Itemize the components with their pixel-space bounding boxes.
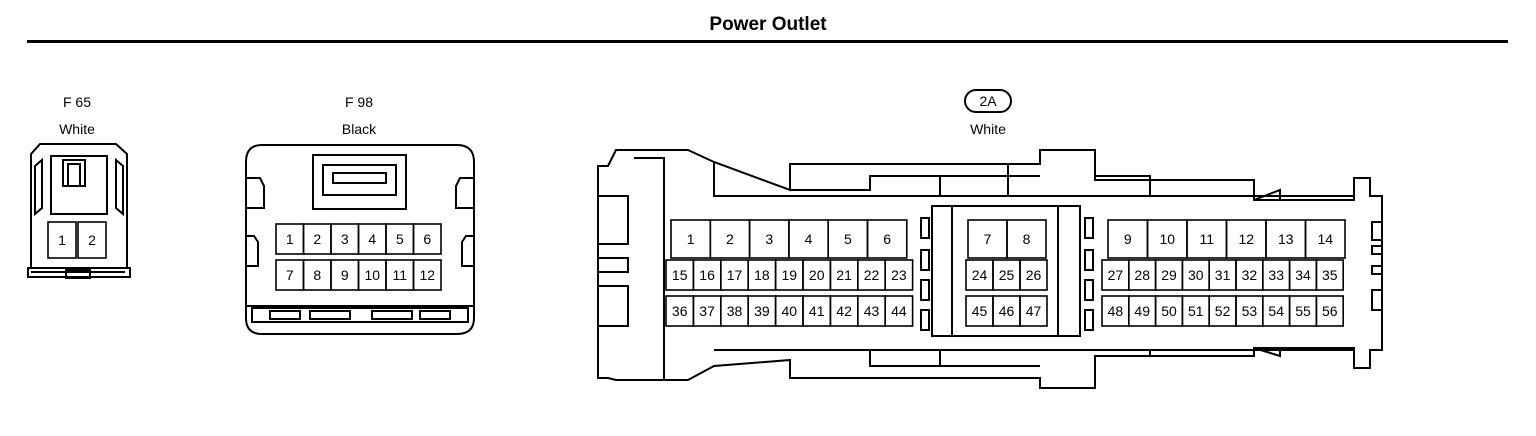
f65-color-label: White bbox=[59, 121, 95, 137]
c2a-pin-label-2: 2 bbox=[726, 231, 734, 247]
c2a-pin-label-27: 27 bbox=[1108, 267, 1124, 283]
f98-color-label: Black bbox=[341, 121, 377, 137]
c2a-pin-label-26: 26 bbox=[1026, 267, 1042, 283]
c2a-pin-label-35: 35 bbox=[1322, 267, 1338, 283]
c2a-id-label: 2A bbox=[979, 93, 997, 109]
c2a-pin-label-16: 16 bbox=[699, 267, 715, 283]
f65-pin-label-1: 1 bbox=[58, 232, 66, 248]
f98-pin-label-4: 4 bbox=[368, 231, 376, 247]
c2a-pin-label-15: 15 bbox=[672, 267, 688, 283]
c2a-pin-cell-47 bbox=[1019, 295, 1048, 327]
f98-pin-label-6: 6 bbox=[423, 231, 431, 247]
c2a-pin-label-6: 6 bbox=[883, 231, 891, 247]
c2a-pin-label-5: 5 bbox=[844, 231, 852, 247]
c2a-pin-cell-8 bbox=[1006, 219, 1047, 259]
c2a-pin-cell-56 bbox=[1315, 295, 1345, 327]
f98-pin-label-5: 5 bbox=[396, 231, 404, 247]
f98-pin-cell-12 bbox=[412, 259, 442, 291]
f65-pin-label-2: 2 bbox=[88, 232, 96, 248]
f98-pin-cell-6 bbox=[412, 223, 442, 255]
c2a-pin-label-7: 7 bbox=[984, 231, 992, 247]
c2a-pin-label-37: 37 bbox=[699, 303, 715, 319]
c2a-pin-cell-44 bbox=[884, 295, 914, 327]
f98-id-label: F 98 bbox=[344, 94, 373, 110]
f65-id-label: F 65 bbox=[62, 94, 91, 110]
f65-pin-cell-2 bbox=[77, 221, 107, 259]
c2a-pin-label-14: 14 bbox=[1317, 231, 1333, 247]
c2a-pin-label-51: 51 bbox=[1188, 303, 1204, 319]
c2a-connector-body bbox=[597, 149, 1383, 389]
f65-connector-body bbox=[27, 143, 131, 279]
c2a-pin-cell-6 bbox=[866, 219, 908, 259]
c2a-pin-cell-23 bbox=[884, 259, 914, 291]
c2a-pin-label-10: 10 bbox=[1159, 231, 1175, 247]
f98-connector-body bbox=[245, 144, 475, 335]
c2a-pin-cell-14 bbox=[1304, 219, 1346, 259]
c2a-pin-label-43: 43 bbox=[864, 303, 880, 319]
c2a-pin-label-45: 45 bbox=[972, 303, 988, 319]
c2a-pin-label-23: 23 bbox=[891, 267, 907, 283]
c2a-color-label: White bbox=[970, 121, 1006, 137]
c2a-pin-label-34: 34 bbox=[1295, 267, 1311, 283]
c2a-pin-label-28: 28 bbox=[1134, 267, 1150, 283]
c2a-pin-label-32: 32 bbox=[1242, 267, 1258, 283]
f65-pin-cell-1 bbox=[47, 221, 77, 259]
c2a-pin-label-3: 3 bbox=[765, 231, 773, 247]
c2a-pin-label-20: 20 bbox=[809, 267, 825, 283]
c2a-pin-label-36: 36 bbox=[672, 303, 688, 319]
f98-pin-label-12: 12 bbox=[419, 267, 435, 283]
c2a-pin-label-53: 53 bbox=[1242, 303, 1258, 319]
diagram-title: Power Outlet bbox=[709, 14, 827, 35]
c2a-pin-label-25: 25 bbox=[999, 267, 1015, 283]
c2a-pin-label-22: 22 bbox=[864, 267, 880, 283]
c2a-pin-label-49: 49 bbox=[1134, 303, 1150, 319]
c2a-pin-label-42: 42 bbox=[836, 303, 852, 319]
c2a-pin-label-41: 41 bbox=[809, 303, 825, 319]
c2a-pin-label-9: 9 bbox=[1124, 231, 1132, 247]
c2a-pin-label-39: 39 bbox=[754, 303, 770, 319]
title-rule bbox=[27, 40, 1508, 43]
c2a-pin-label-55: 55 bbox=[1295, 303, 1311, 319]
c2a-pin-label-54: 54 bbox=[1268, 303, 1284, 319]
c2a-pin-label-21: 21 bbox=[836, 267, 852, 283]
c2a-pin-label-47: 47 bbox=[1026, 303, 1042, 319]
c2a-slots bbox=[920, 217, 1094, 331]
c2a-pin-label-29: 29 bbox=[1161, 267, 1177, 283]
c2a-pin-label-19: 19 bbox=[782, 267, 798, 283]
f98-pin-label-3: 3 bbox=[341, 231, 349, 247]
c2a-pin-cell-35 bbox=[1315, 259, 1345, 291]
f98-pin-label-11: 11 bbox=[392, 267, 407, 283]
c2a-pin-label-13: 13 bbox=[1278, 231, 1294, 247]
c2a-pin-cell-26 bbox=[1019, 259, 1048, 291]
c2a-pin-label-56: 56 bbox=[1322, 303, 1338, 319]
c2a-pin-label-38: 38 bbox=[727, 303, 743, 319]
f98-pin-label-7: 7 bbox=[286, 267, 294, 283]
c2a-pin-label-46: 46 bbox=[999, 303, 1015, 319]
c2a-pin-label-31: 31 bbox=[1215, 267, 1231, 283]
c2a-pin-label-30: 30 bbox=[1188, 267, 1204, 283]
c2a-pin-label-8: 8 bbox=[1023, 231, 1031, 247]
c2a-pin-label-40: 40 bbox=[782, 303, 798, 319]
c2a-id-badge bbox=[964, 89, 1012, 113]
c2a-pin-label-11: 11 bbox=[1199, 231, 1214, 247]
c2a-pin-label-44: 44 bbox=[891, 303, 907, 319]
f98-pin-label-10: 10 bbox=[364, 267, 380, 283]
c2a-pin-label-24: 24 bbox=[972, 267, 988, 283]
f98-pin-label-9: 9 bbox=[341, 267, 349, 283]
c2a-pin-label-33: 33 bbox=[1268, 267, 1284, 283]
c2a-pin-label-18: 18 bbox=[754, 267, 770, 283]
c2a-pin-label-4: 4 bbox=[805, 231, 813, 247]
c2a-pin-label-52: 52 bbox=[1215, 303, 1231, 319]
c2a-pin-label-1: 1 bbox=[687, 231, 695, 247]
f98-pin-label-1: 1 bbox=[286, 231, 294, 247]
f98-pin-label-2: 2 bbox=[313, 231, 321, 247]
c2a-pin-label-12: 12 bbox=[1238, 231, 1254, 247]
c2a-pin-label-17: 17 bbox=[727, 267, 743, 283]
f98-pin-label-8: 8 bbox=[313, 267, 321, 283]
c2a-pin-label-50: 50 bbox=[1161, 303, 1177, 319]
c2a-pin-label-48: 48 bbox=[1108, 303, 1124, 319]
